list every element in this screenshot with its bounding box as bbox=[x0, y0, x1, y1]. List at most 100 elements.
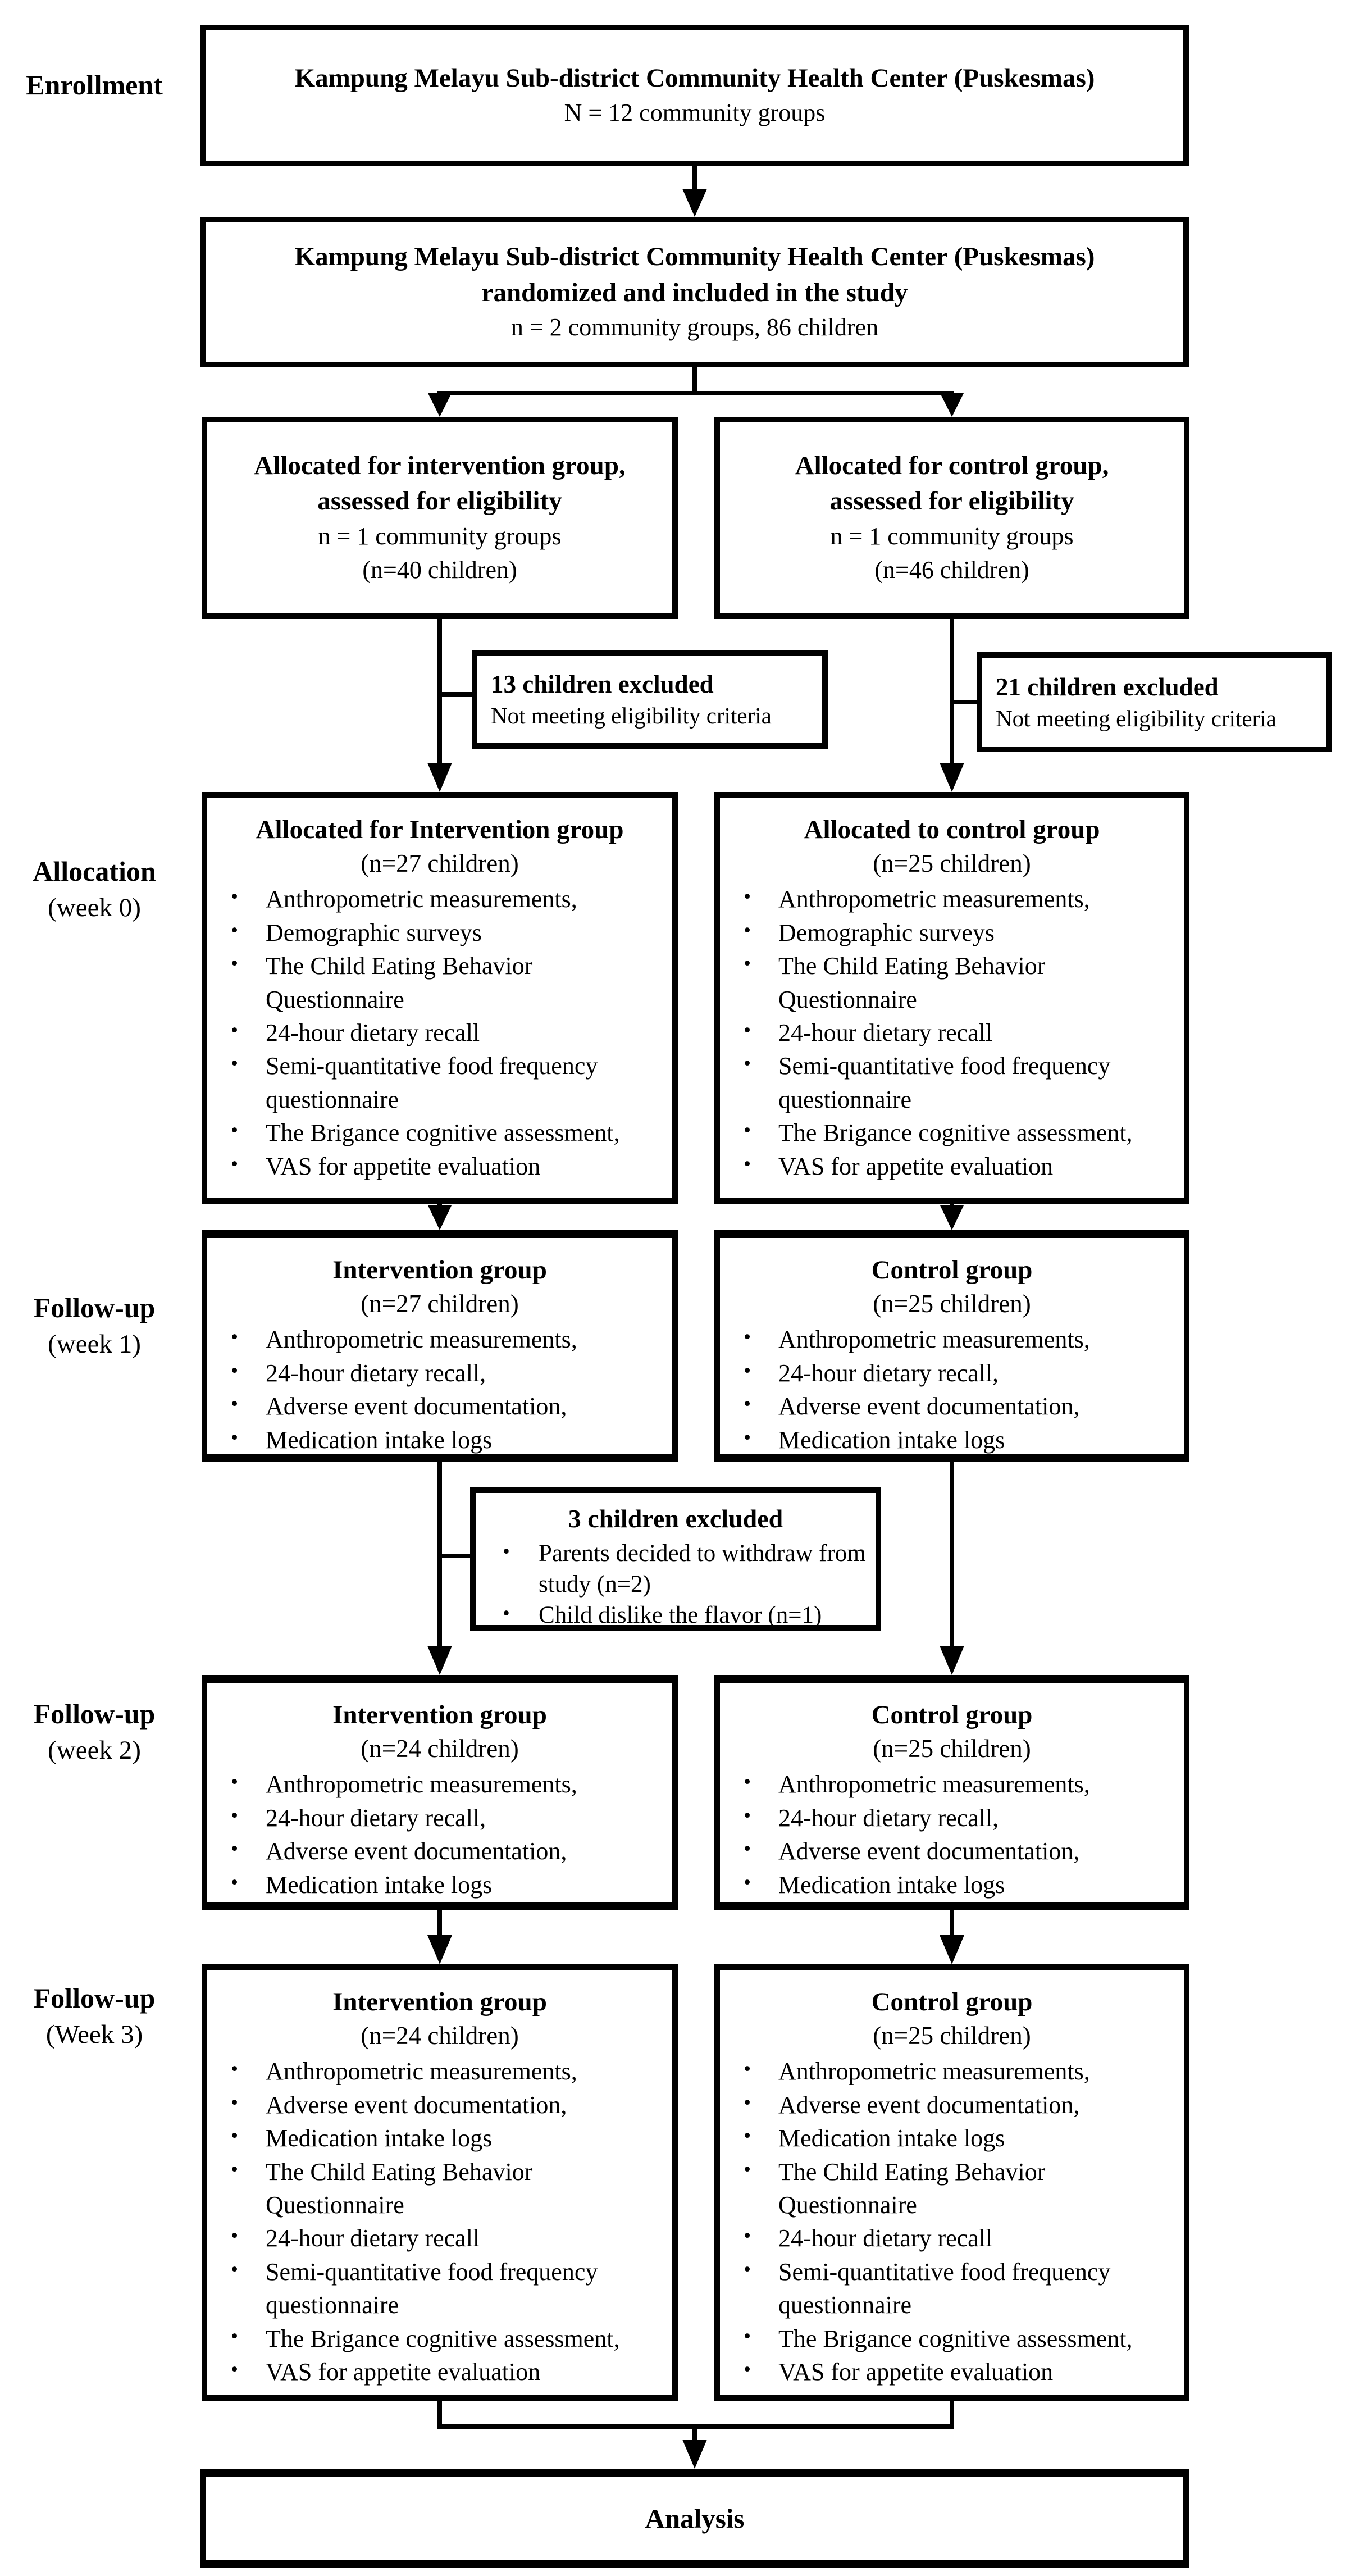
bullet-item: Medication intake logs bbox=[231, 1868, 663, 1901]
box-title: Control group bbox=[871, 1255, 1033, 1285]
stage-title: Follow-up bbox=[33, 1698, 156, 1730]
bullet-item: The Child Eating Behavior Questionnaire bbox=[744, 2155, 1175, 2222]
box-week2-intervention: Intervention group (n=24 children) Anthr… bbox=[202, 1675, 678, 1910]
arrow-down-icon bbox=[940, 763, 964, 792]
bullet-item: Semi-quantitative food frequency questio… bbox=[231, 2255, 663, 2322]
box-subtitle: (n=27 children) bbox=[361, 1290, 519, 1318]
arrow-down-icon bbox=[427, 1935, 452, 1964]
bullet-item: 24-hour dietary recall bbox=[231, 2222, 663, 2255]
box-title: Kampung Melayu Sub-district Community He… bbox=[294, 242, 1095, 272]
box-line: n = 1 community groups bbox=[830, 522, 1074, 550]
box-excluded-intervention: 13 children excluded Not meeting eligibi… bbox=[472, 650, 828, 749]
stage-subtitle: (week 0) bbox=[48, 893, 141, 922]
box-title: 21 children excluded bbox=[996, 673, 1219, 702]
box-line: n = 2 community groups, 86 children bbox=[510, 313, 879, 342]
stage-subtitle: (week 2) bbox=[48, 1736, 141, 1765]
bullet-item: Medication intake logs bbox=[744, 2122, 1175, 2155]
box-line: n = 1 community groups bbox=[318, 522, 562, 550]
bullet-item: The Child Eating Behavior Questionnaire bbox=[231, 949, 663, 1016]
bullet-list: Parents decided to withdraw from study (… bbox=[476, 1538, 876, 1631]
bullet-item: Adverse event documentation, bbox=[744, 2088, 1175, 2122]
arrow-down-icon bbox=[428, 393, 452, 417]
stage-label-enrollment: Enrollment bbox=[0, 66, 189, 104]
box-week3-control: Control group (n=25 children) Anthropome… bbox=[714, 1964, 1189, 2401]
box-subtitle: (n=27 children) bbox=[361, 849, 519, 878]
bullet-item: 24-hour dietary recall, bbox=[744, 1801, 1175, 1835]
box-subtitle: (n=25 children) bbox=[873, 1735, 1031, 1763]
bullet-item: Parents decided to withdraw from study (… bbox=[503, 1538, 870, 1600]
box-excluded-week2: 3 children excluded Parents decided to w… bbox=[470, 1487, 881, 1631]
arrow-down-icon bbox=[940, 1935, 964, 1964]
box-subtitle: (n=24 children) bbox=[361, 2022, 519, 2050]
arrow-down-icon bbox=[940, 393, 964, 417]
bullet-item: 24-hour dietary recall bbox=[231, 1016, 663, 1049]
bullet-item: Medication intake logs bbox=[231, 2122, 663, 2155]
bullet-item: Adverse event documentation, bbox=[231, 1390, 663, 1423]
bullet-item: Child dislike the flavor (n=1) bbox=[503, 1600, 870, 1631]
arrow-down-icon bbox=[940, 1205, 964, 1230]
bullet-list: Anthropometric measurements,Adverse even… bbox=[207, 2055, 672, 2388]
box-subtitle: (n=25 children) bbox=[873, 849, 1031, 878]
bullet-item: Semi-quantitative food frequency questio… bbox=[744, 1049, 1175, 1116]
box-excluded-control: 21 children excluded Not meeting eligibi… bbox=[977, 652, 1332, 752]
box-week1-control: Control group (n=25 children) Anthropome… bbox=[714, 1230, 1189, 1462]
arrow-down-icon bbox=[427, 1646, 452, 1675]
box-title: Intervention group bbox=[332, 1987, 547, 2017]
bullet-list: Anthropometric measurements,24-hour diet… bbox=[207, 1323, 672, 1457]
bullet-item: Anthropometric measurements, bbox=[744, 1768, 1175, 1801]
box-enrollment: Kampung Melayu Sub-district Community He… bbox=[200, 25, 1189, 166]
stage-label-allocation: Allocation (week 0) bbox=[0, 853, 189, 926]
bullet-item: VAS for appetite evaluation bbox=[231, 1150, 663, 1183]
bullet-item: Adverse event documentation, bbox=[231, 2088, 663, 2122]
box-subtitle: (n=25 children) bbox=[873, 2022, 1031, 2050]
bullet-item: Semi-quantitative food frequency questio… bbox=[231, 1049, 663, 1116]
bullet-item: Anthropometric measurements, bbox=[231, 882, 663, 916]
bullet-item: Anthropometric measurements, bbox=[231, 1768, 663, 1801]
box-title: Kampung Melayu Sub-district Community He… bbox=[294, 63, 1095, 93]
bullet-item: 24-hour dietary recall, bbox=[744, 1357, 1175, 1390]
bullet-item: VAS for appetite evaluation bbox=[231, 2355, 663, 2388]
flow-lines bbox=[437, 166, 980, 2443]
arrow-down-icon bbox=[682, 189, 707, 217]
bullet-list: Anthropometric measurements,Demographic … bbox=[207, 882, 672, 1183]
box-intervention-eligibility: Allocated for intervention group, assess… bbox=[202, 417, 678, 619]
bullet-item: Anthropometric measurements, bbox=[231, 2055, 663, 2088]
box-week1-intervention: Intervention group (n=27 children) Anthr… bbox=[202, 1230, 678, 1462]
bullet-item: Adverse event documentation, bbox=[231, 1835, 663, 1868]
box-title: Control group bbox=[871, 1987, 1033, 2017]
bullet-item: The Brigance cognitive assessment, bbox=[744, 1116, 1175, 1149]
bullet-item: VAS for appetite evaluation bbox=[744, 1150, 1175, 1183]
box-line: Not meeting eligibility criteria bbox=[491, 702, 772, 729]
box-week2-control: Control group (n=25 children) Anthropome… bbox=[714, 1675, 1189, 1910]
box-line: assessed for eligibility bbox=[829, 486, 1074, 516]
box-title: Analysis bbox=[645, 2502, 745, 2534]
stage-label-followup-week2: Follow-up (week 2) bbox=[0, 1695, 189, 1768]
box-title: Intervention group bbox=[332, 1700, 547, 1730]
box-allocation-intervention: Allocated for Intervention group (n=27 c… bbox=[202, 792, 678, 1204]
box-subtitle: (n=24 children) bbox=[361, 1735, 519, 1763]
box-title: Allocated for control group, bbox=[795, 450, 1109, 480]
stage-subtitle: (week 1) bbox=[48, 1330, 141, 1359]
bullet-item: Medication intake logs bbox=[744, 1423, 1175, 1457]
bullet-item: 24-hour dietary recall bbox=[744, 2222, 1175, 2255]
box-line: randomized and included in the study bbox=[481, 277, 908, 307]
box-line: (n=46 children) bbox=[874, 556, 1029, 584]
box-line: (n=40 children) bbox=[362, 556, 517, 584]
bullet-item: The Brigance cognitive assessment, bbox=[744, 2322, 1175, 2355]
stage-label-followup-week3: Follow-up (Week 3) bbox=[0, 1979, 189, 2052]
bullet-item: Semi-quantitative food frequency questio… bbox=[744, 2255, 1175, 2322]
flow-arrowheads bbox=[427, 189, 964, 2469]
arrow-down-icon bbox=[428, 1205, 452, 1230]
box-title: Allocated to control group bbox=[804, 815, 1100, 844]
bullet-item: 24-hour dietary recall bbox=[744, 1016, 1175, 1049]
box-title: 13 children excluded bbox=[491, 670, 714, 699]
box-title: Allocated for Intervention group bbox=[256, 815, 624, 844]
bullet-item: Anthropometric measurements, bbox=[231, 1323, 663, 1356]
bullet-item: 24-hour dietary recall, bbox=[231, 1801, 663, 1835]
box-title: Allocated for intervention group, bbox=[254, 450, 626, 480]
stage-title: Follow-up bbox=[33, 1982, 156, 2014]
arrow-down-icon bbox=[682, 2440, 707, 2469]
bullet-item: The Brigance cognitive assessment, bbox=[231, 1116, 663, 1149]
